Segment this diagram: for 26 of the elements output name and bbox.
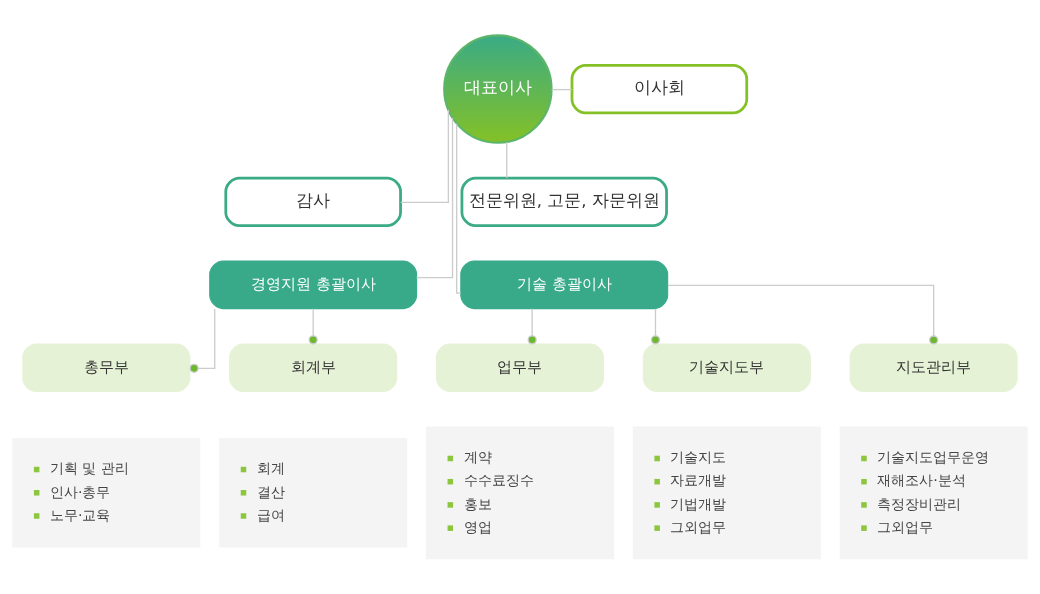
connector [308, 308, 318, 345]
node-box: 전문위원, 고문, 자문위원 [460, 176, 668, 228]
node-box: 회계 결산 급여 [219, 438, 408, 548]
node-circle: 대표이사 [443, 34, 553, 144]
node-box: 총무부 [22, 343, 191, 393]
connector [667, 284, 939, 345]
node-box: 감사 [224, 176, 402, 228]
node-box: 기술지도 자료개발 기법개발 그외업무 [632, 426, 821, 560]
connector [456, 123, 462, 294]
connector [650, 308, 661, 345]
connector [400, 109, 450, 204]
node-box: 기술 총괄이사 [460, 260, 669, 310]
node-box: 기술지도업무운영 재해조사·분석 측정장비관리 그외업무 [839, 426, 1028, 560]
node-box: 기술지도부 [642, 343, 811, 393]
node-box: 회계부 [229, 343, 398, 393]
node-box: 업무부 [435, 343, 605, 393]
connector [189, 308, 216, 373]
node-box: 이사회 [570, 63, 749, 115]
connector [527, 308, 537, 345]
node-box: 계약 수수료징수 홍보 영업 [426, 426, 614, 560]
node-box: 기획 및 관리 인사·총무 노무·교육 [12, 438, 201, 548]
node-box: 지도관리부 [849, 343, 1018, 393]
connector [415, 117, 454, 279]
node-box: 경영지원 총괄이사 [209, 260, 418, 310]
connector [551, 88, 573, 91]
connector [506, 141, 508, 179]
